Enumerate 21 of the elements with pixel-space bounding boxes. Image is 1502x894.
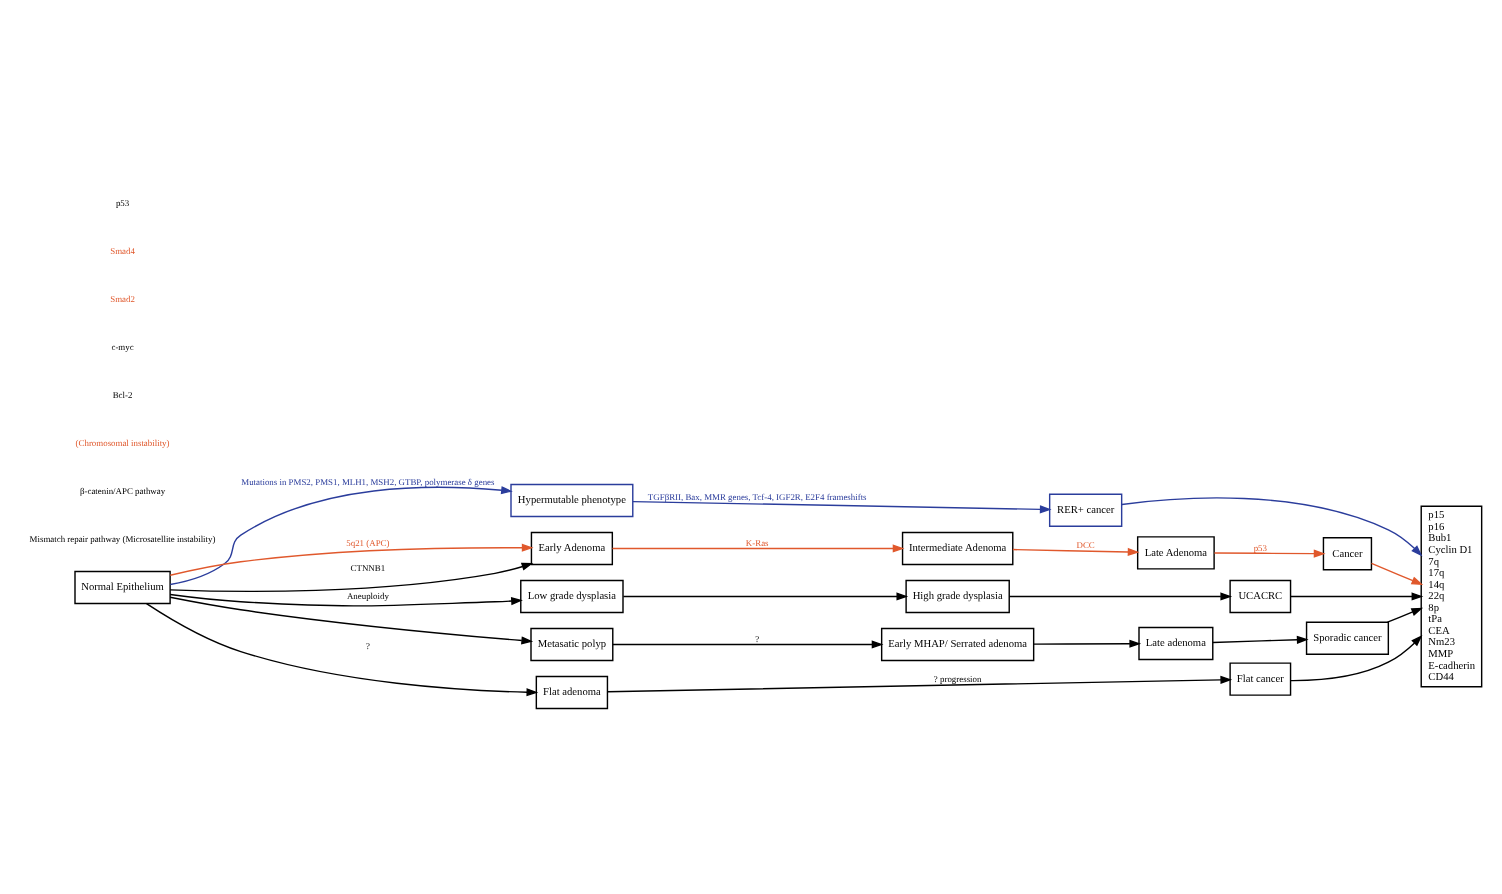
arrow (169, 485, 513, 585)
arrow (1212, 634, 1309, 643)
arrow (169, 595, 534, 644)
arrow (612, 639, 884, 648)
arrow (632, 499, 1052, 513)
arrow (169, 542, 534, 575)
arrow (1033, 638, 1142, 647)
arrow (169, 592, 523, 606)
arrow (1386, 606, 1424, 622)
arrow (1008, 591, 1233, 600)
arrow (1012, 546, 1140, 556)
arrow (622, 591, 909, 600)
arrow (145, 601, 539, 696)
arrow (1370, 561, 1424, 585)
arrow (169, 561, 534, 592)
arrow (1121, 496, 1423, 556)
arrow (1290, 591, 1424, 600)
arrow (606, 674, 1233, 692)
arrow (611, 543, 905, 552)
arrow (1289, 633, 1423, 681)
arrow (1213, 548, 1326, 557)
